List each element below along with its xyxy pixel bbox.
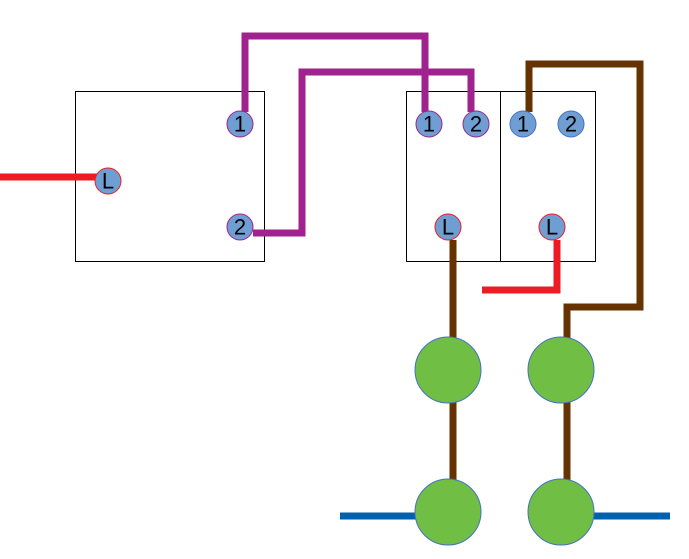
gang-1-terminal-1: 1 bbox=[415, 110, 443, 138]
svg-text:2: 2 bbox=[470, 112, 482, 137]
svg-text:1: 1 bbox=[517, 112, 529, 137]
svg-text:L: L bbox=[546, 215, 558, 240]
svg-text:L: L bbox=[442, 215, 454, 240]
switched-wire-lamp-2 bbox=[525, 60, 644, 338]
svg-text:1: 1 bbox=[234, 112, 246, 137]
gang-2-terminal-2: 2 bbox=[557, 110, 585, 138]
svg-text:L: L bbox=[102, 169, 114, 194]
left-switch-terminal-2: 2 bbox=[226, 213, 254, 241]
lamp-2-bottom bbox=[527, 478, 595, 546]
gang-2-terminal-l: L bbox=[538, 213, 566, 241]
svg-text:1: 1 bbox=[423, 112, 435, 137]
gang-2-terminal-1: 1 bbox=[509, 110, 537, 138]
lamp-1-top bbox=[414, 336, 482, 404]
left-switch-terminal-l: L bbox=[94, 167, 122, 195]
svg-text:2: 2 bbox=[565, 112, 577, 137]
left-switch-terminal-1: 1 bbox=[226, 110, 254, 138]
strapper-wire-2 bbox=[253, 68, 475, 237]
lamp-2-top bbox=[527, 336, 595, 404]
lamp-1-bottom bbox=[414, 478, 482, 546]
gang-1-terminal-2: 2 bbox=[462, 110, 490, 138]
svg-text:2: 2 bbox=[234, 215, 246, 240]
gang-1-terminal-l: L bbox=[434, 213, 462, 241]
live-wire-loop bbox=[482, 240, 561, 294]
